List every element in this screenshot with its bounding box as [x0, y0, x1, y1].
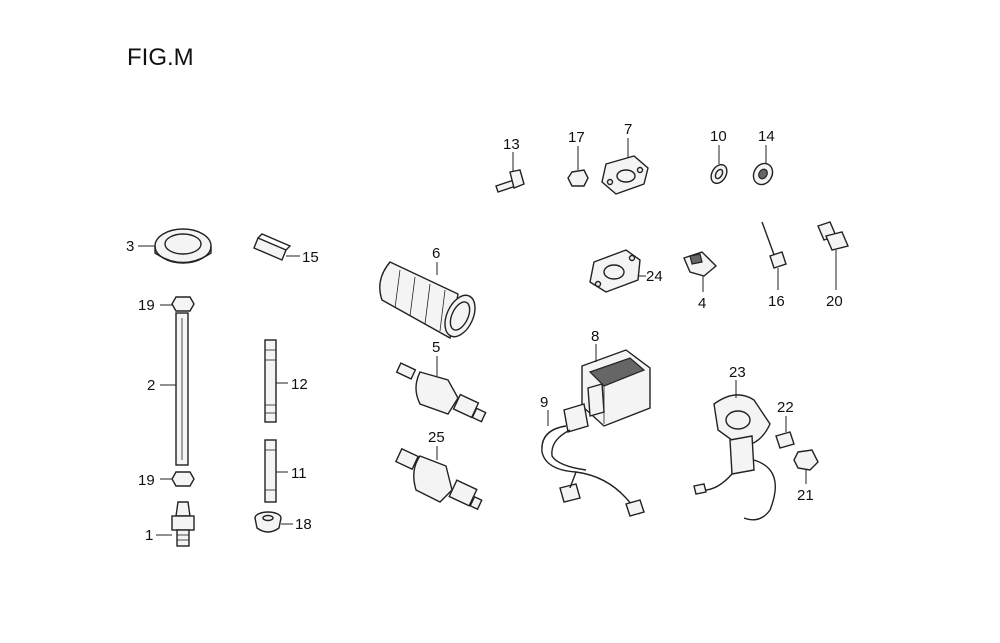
- callout-4: 4: [698, 295, 706, 312]
- callout-25: 25: [428, 429, 445, 446]
- callout-3: 3: [126, 238, 134, 255]
- callout-23: 23: [729, 364, 746, 381]
- callout-21: 21: [797, 487, 814, 504]
- callout-9: 9: [540, 394, 548, 411]
- part-20-bolt[interactable]: [817, 221, 849, 290]
- callout-5: 5: [432, 339, 440, 356]
- part-25-valve[interactable]: [394, 446, 483, 511]
- callout-12: 12: [291, 376, 308, 393]
- part-10-oring[interactable]: [708, 145, 730, 186]
- part-19-nut-top[interactable]: [160, 296, 195, 312]
- part-21-cap-nut[interactable]: [793, 449, 819, 484]
- part-1-plug[interactable]: [156, 501, 195, 547]
- callout-1: 1: [145, 527, 153, 544]
- part-7-gasket[interactable]: [601, 138, 649, 195]
- callout-15: 15: [302, 249, 319, 266]
- part-4-clip[interactable]: [683, 251, 718, 292]
- part-8-regulator[interactable]: [581, 344, 651, 427]
- figure-title: FIG.M: [127, 44, 194, 71]
- callout-17: 17: [568, 129, 585, 146]
- part-12-stud[interactable]: [264, 339, 288, 423]
- part-23-control-bracket[interactable]: [693, 380, 777, 521]
- part-24-gasket[interactable]: [589, 249, 646, 293]
- part-6-grip[interactable]: [379, 261, 481, 341]
- part-5-fuel-filter[interactable]: [395, 356, 487, 423]
- part-15-key[interactable]: [253, 233, 300, 261]
- part-22-bolt[interactable]: [775, 416, 795, 449]
- part-19-nut-bottom[interactable]: [160, 471, 195, 487]
- part-3-seal[interactable]: [138, 228, 212, 264]
- callout-2: 2: [147, 377, 155, 394]
- callout-6: 6: [432, 245, 440, 262]
- part-9-wire-harness[interactable]: [541, 403, 645, 517]
- callout-19-top: 19: [138, 297, 155, 314]
- part-17-nut[interactable]: [567, 146, 589, 187]
- part-18-nut[interactable]: [254, 511, 293, 533]
- part-16-screw[interactable]: [761, 221, 787, 290]
- callout-13: 13: [503, 136, 520, 153]
- callout-22: 22: [777, 399, 794, 416]
- callout-20: 20: [826, 293, 843, 310]
- callout-14: 14: [758, 128, 775, 145]
- callout-16: 16: [768, 293, 785, 310]
- callout-11: 11: [291, 465, 307, 482]
- callout-18: 18: [295, 516, 312, 533]
- part-14-washer[interactable]: [750, 145, 777, 188]
- part-13-bolt[interactable]: [495, 152, 525, 193]
- callout-10: 10: [710, 128, 727, 145]
- callout-19-bottom: 19: [138, 472, 155, 489]
- callout-24: 24: [646, 268, 663, 285]
- part-2-stud-bolt[interactable]: [160, 312, 189, 466]
- callout-8: 8: [591, 328, 599, 345]
- callout-7: 7: [624, 121, 632, 138]
- part-11-stud[interactable]: [264, 439, 288, 503]
